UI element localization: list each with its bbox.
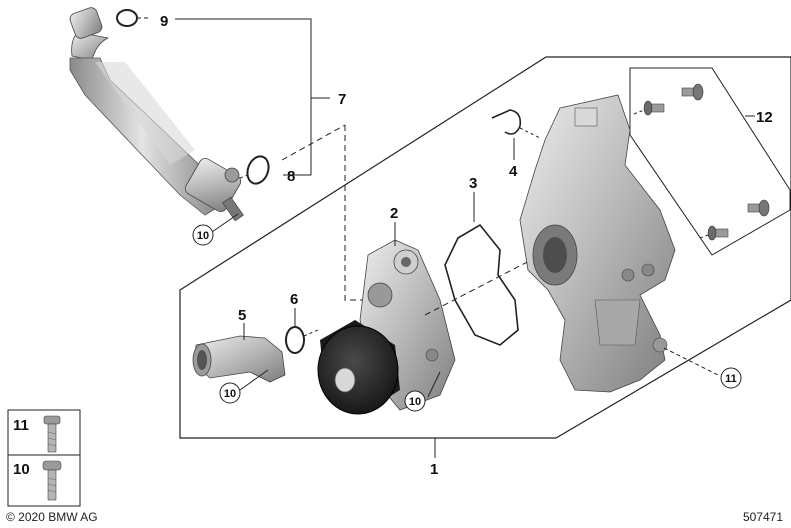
- svg-text:10: 10: [197, 230, 209, 242]
- callout-1: 1: [430, 461, 438, 478]
- svg-text:10: 10: [224, 388, 236, 400]
- coolant-pipe: [69, 7, 244, 222]
- svg-text:11: 11: [725, 373, 737, 385]
- callout-8: 8: [287, 168, 295, 185]
- callout-12: 12: [756, 109, 773, 126]
- gasket: [444, 223, 519, 346]
- callout-2: 2: [390, 205, 398, 222]
- fastener-legend: 11 10: [7, 409, 81, 507]
- spring-clip: [491, 109, 522, 135]
- water-pump-pulley: [317, 320, 400, 415]
- callout-11-housing: 11: [720, 367, 742, 389]
- o-ring-6: [285, 326, 305, 354]
- bolt-11-icon: [43, 415, 61, 453]
- assembly-frame: [179, 56, 791, 439]
- diagram-id: 507471: [743, 510, 783, 524]
- callout-6: 6: [290, 291, 298, 308]
- pump-housing: [519, 94, 676, 393]
- callout-5: 5: [238, 307, 246, 324]
- o-ring-8: [246, 155, 270, 185]
- callout-4: 4: [509, 163, 518, 180]
- bolt-group-12: [633, 83, 770, 241]
- callout-10-elbow: 10: [219, 382, 241, 404]
- callout-10-pump: 10: [404, 390, 426, 412]
- callout-7: 7: [338, 91, 346, 108]
- callout-10-pipe: 10: [192, 224, 214, 246]
- callout-9: 9: [160, 13, 168, 30]
- callout-3: 3: [469, 175, 477, 192]
- copyright-notice: © 2020 BMW AG: [6, 510, 98, 524]
- o-ring-9: [116, 9, 138, 27]
- svg-text:10: 10: [409, 396, 421, 408]
- elbow-connector: [192, 335, 286, 383]
- callout-bracket-7: [175, 18, 312, 176]
- bolt-10-icon: [42, 460, 62, 501]
- legend-label-11: 11: [13, 417, 29, 434]
- bolt-group-frame: [629, 67, 791, 256]
- legend-label-10: 10: [13, 461, 30, 478]
